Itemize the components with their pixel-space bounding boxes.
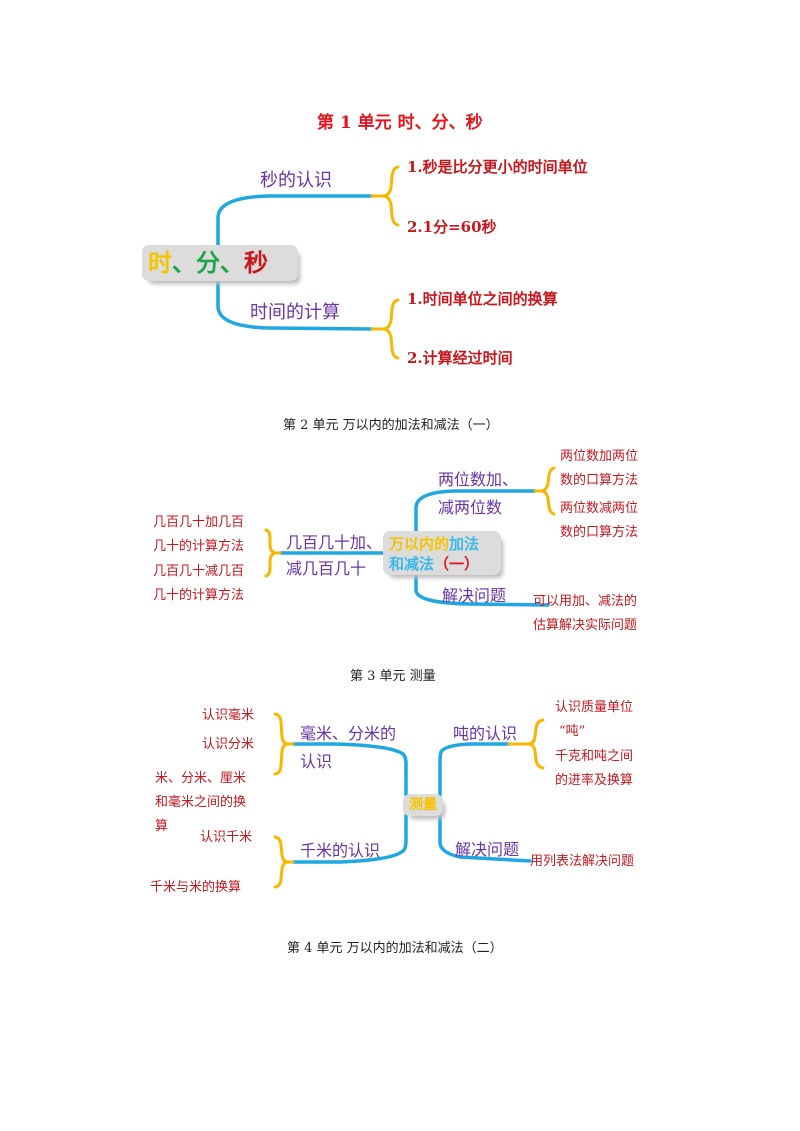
branch-label-line: 解决问题 bbox=[455, 840, 520, 859]
unit3-title: 第 3 单元 测量 bbox=[350, 669, 436, 684]
unit2-right-branch-label[interactable]: 解决问题 bbox=[442, 582, 506, 606]
branch-label-line: 减两位数 bbox=[438, 498, 503, 517]
branch-label-line: 吨的认识 bbox=[453, 724, 518, 743]
unit3-left-leaf: 认识千米 bbox=[200, 826, 252, 850]
unit3-right-leaf: 千克和吨之间 的进率及换算 bbox=[555, 745, 633, 793]
unit2-right-leaf: 可以用加、减法的 估算解决实际问题 bbox=[533, 590, 637, 638]
unit1-bracket-bottom bbox=[370, 298, 400, 360]
unit2-left-leaf: 几百几十减几百 几十的计算方法 bbox=[153, 560, 244, 608]
leaf-line: 几十的计算方法 bbox=[153, 588, 245, 603]
leaf-line: 几百几十加几百 bbox=[153, 515, 245, 530]
unit1-leaf: 1.时间单位之间的换算 bbox=[407, 290, 558, 308]
unit3-bracket-left-bottom bbox=[273, 835, 295, 889]
unit2-title: 第 2 单元 万以内的加法和减法（一） bbox=[283, 418, 499, 433]
unit2-bracket-right bbox=[533, 466, 556, 516]
unit3-center-node[interactable]: 测量 bbox=[403, 794, 443, 816]
unit1-leaf: 2.1分=60秒 bbox=[407, 218, 497, 236]
leaf-line: 千克和吨之间 bbox=[555, 749, 634, 764]
unit3-right-branch-label[interactable]: 解决问题 bbox=[455, 836, 519, 860]
unit2-right-branch-line-top bbox=[414, 489, 537, 532]
leaf-line: 认识千米 bbox=[200, 830, 253, 845]
unit3-left-leaf: 千米与米的换算 bbox=[150, 876, 241, 900]
unit1-branch-label[interactable]: 时间的计算 bbox=[250, 302, 340, 323]
unit1-bracket-top bbox=[370, 165, 400, 227]
unit2-left-branch-label[interactable]: 几百几十加、 减几百几十 bbox=[286, 530, 382, 582]
unit3-right-branch-line-bottom bbox=[438, 813, 532, 863]
unit3-left-leaf: 认识毫米 bbox=[202, 704, 254, 728]
leaf-line: 两位数加两位 bbox=[560, 449, 639, 464]
unit3-bracket-left-top bbox=[273, 712, 295, 776]
unit1-branch-line-top bbox=[216, 194, 374, 248]
unit1-center-char: 秒 bbox=[244, 249, 268, 277]
leaf-line: “吨” bbox=[559, 724, 586, 739]
unit2-right-leaf: 两位数减两位 数的口算方法 bbox=[560, 497, 638, 545]
unit1-title: 第 1 单元 时、分、秒 bbox=[317, 113, 483, 133]
leaf-line: 数的口算方法 bbox=[560, 473, 639, 488]
unit3-left-leaf: 米、分米、厘米 和毫米之间的换 算 bbox=[155, 767, 246, 839]
unit1-center-char: 时 bbox=[148, 249, 172, 277]
branch-label-line: 减几百几十 bbox=[286, 559, 367, 578]
unit3-right-leaf: 认识质量单位 “吨” bbox=[555, 696, 633, 744]
unit4-title: 第 4 单元 万以内的加法和减法（二） bbox=[287, 941, 503, 956]
unit1-leaf: 1.秒是比分更小的时间单位 bbox=[407, 158, 588, 176]
leaf-line: 和毫米之间的换 bbox=[155, 795, 247, 810]
leaf-line: 认识毫米 bbox=[202, 708, 255, 723]
leaf-line: 几百几十减几百 bbox=[153, 564, 245, 579]
branch-label-line: 几百几十加、 bbox=[286, 533, 383, 552]
unit1-branch-label[interactable]: 秒的认识 bbox=[260, 170, 332, 191]
leaf-line: 千米与米的换算 bbox=[150, 880, 242, 895]
unit1-center-char: 分 bbox=[196, 249, 220, 277]
unit2-right-branch-line-bottom bbox=[414, 573, 550, 607]
unit2-bracket-left bbox=[264, 528, 282, 578]
branch-label-line: 两位数加、 bbox=[438, 470, 519, 489]
leaf-line: 认识分米 bbox=[202, 737, 255, 752]
leaf-line: 米、分米、厘米 bbox=[155, 771, 247, 786]
branch-label-line: 解决问题 bbox=[442, 586, 507, 605]
unit3-left-branch-label[interactable]: 毫米、分米的 认识 bbox=[300, 720, 396, 776]
unit3-right-branch-line-top bbox=[438, 742, 511, 797]
leaf-line: 可以用加、减法的 bbox=[533, 594, 638, 609]
unit2-right-branch-label[interactable]: 两位数加、 减两位数 bbox=[438, 466, 518, 522]
leaf-line: 用列表法解决问题 bbox=[530, 854, 635, 869]
unit2-center-node[interactable]: 万以内的加法 和减法（一） bbox=[383, 531, 501, 575]
unit2-center-text: 万以内的 bbox=[389, 535, 450, 553]
unit3-right-leaf: 用列表法解决问题 bbox=[530, 850, 634, 874]
leaf-line: 数的口算方法 bbox=[560, 525, 639, 540]
leaf-line: 的进率及换算 bbox=[555, 773, 634, 788]
unit1-branch-line-bottom bbox=[216, 278, 374, 331]
unit1-center-char: 、 bbox=[220, 249, 244, 277]
unit1-center-node[interactable]: 时、分、秒 bbox=[142, 245, 298, 281]
unit2-center-text: 和减法 bbox=[389, 555, 435, 573]
unit2-center-text: 加法 bbox=[449, 535, 480, 553]
leaf-line: 两位数减两位 bbox=[560, 501, 639, 516]
leaf-line: 估算解决实际问题 bbox=[533, 618, 638, 633]
unit1-leaf: 2.计算经过时间 bbox=[407, 349, 513, 367]
unit3-bracket-right-top bbox=[507, 718, 545, 770]
unit3-left-branch-line-bottom bbox=[291, 813, 408, 864]
unit1-center-char: 、 bbox=[172, 249, 196, 277]
leaf-line: 几十的计算方法 bbox=[153, 539, 245, 554]
unit2-center-text: （一） bbox=[434, 555, 480, 573]
unit3-right-branch-label[interactable]: 吨的认识 bbox=[453, 720, 517, 744]
unit3-left-branch-line-top bbox=[291, 742, 408, 797]
branch-label-line: 千米的认识 bbox=[300, 841, 381, 860]
branch-label-line: 认识 bbox=[300, 752, 333, 771]
leaf-line: 认识质量单位 bbox=[555, 700, 634, 715]
unit3-left-branch-label[interactable]: 千米的认识 bbox=[300, 837, 380, 861]
unit2-left-leaf: 几百几十加几百 几十的计算方法 bbox=[153, 511, 244, 559]
unit3-left-leaf: 认识分米 bbox=[202, 733, 254, 757]
unit2-right-leaf: 两位数加两位 数的口算方法 bbox=[560, 445, 638, 493]
branch-label-line: 毫米、分米的 bbox=[300, 724, 397, 743]
leaf-line: 算 bbox=[155, 819, 169, 834]
